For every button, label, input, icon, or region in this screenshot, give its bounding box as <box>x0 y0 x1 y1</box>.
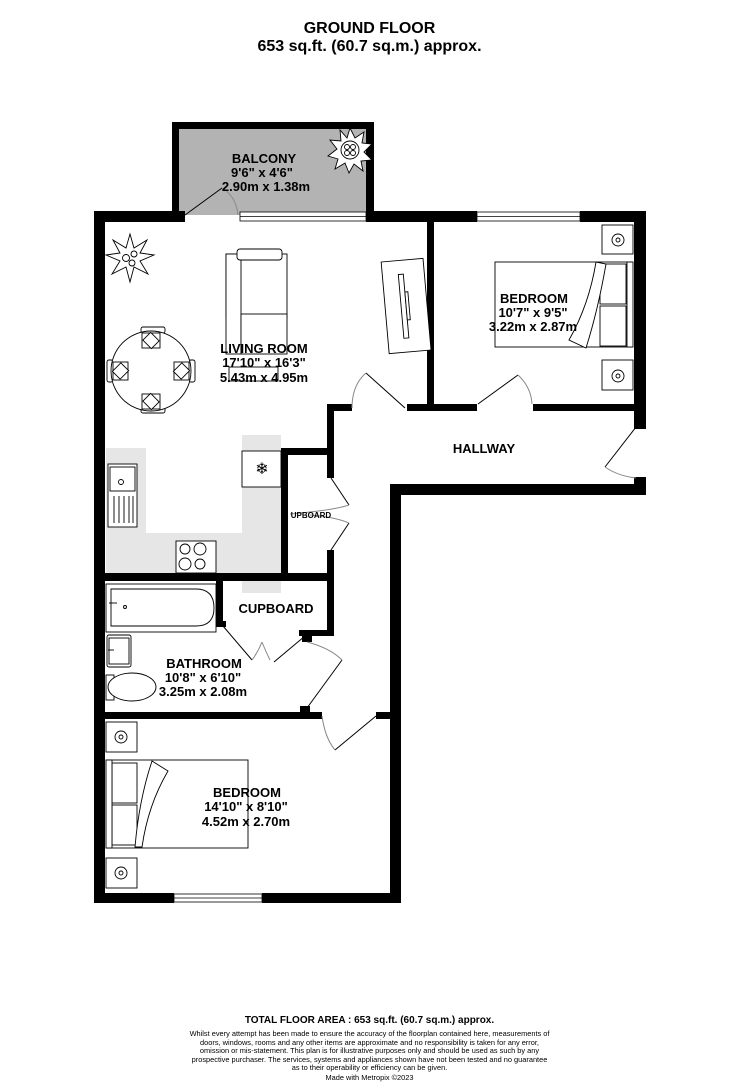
label-bedroom-1: BEDROOM 10'7" x 9'5" 3.22m x 2.87m <box>489 291 577 334</box>
bedside-lamp-icon <box>105 721 138 753</box>
tv-unit-icon <box>380 257 432 355</box>
disclaimer: Whilst every attempt has been made to en… <box>189 1029 550 1073</box>
plan-header: GROUND FLOOR 653 sq.ft. (60.7 sq.m.) app… <box>0 20 739 56</box>
svg-text:HALLWAY: HALLWAY <box>453 441 516 456</box>
svg-text:17'10" x 16'3": 17'10" x 16'3" <box>222 355 306 370</box>
bedside-lamp-icon <box>601 359 634 391</box>
svg-text:3.22m x 2.87m: 3.22m x 2.87m <box>489 319 577 334</box>
fridge-icon: ❄ <box>241 450 282 488</box>
double-bed-icon <box>494 261 634 349</box>
svg-text:LIVING ROOM: LIVING ROOM <box>220 341 307 356</box>
svg-text:10'8" x 6'10": 10'8" x 6'10" <box>165 670 241 685</box>
svg-text:BATHROOM: BATHROOM <box>166 656 242 671</box>
label-living-room: LIVING ROOM 17'10" x 16'3" 5.43m x 4.95m <box>220 341 308 385</box>
svg-text:UPBOARD: UPBOARD <box>291 511 332 520</box>
svg-text:5.43m x 4.95m: 5.43m x 4.95m <box>220 370 308 385</box>
label-cupboard: CUPBOARD <box>238 601 313 616</box>
svg-text:CUPBOARD: CUPBOARD <box>238 601 313 616</box>
svg-text:BALCONY: BALCONY <box>232 151 297 166</box>
basin-icon <box>106 634 132 668</box>
total-floor-area: TOTAL FLOOR AREA : 653 sq.ft. (60.7 sq.m… <box>244 1015 495 1026</box>
sink-icon <box>107 463 138 528</box>
svg-text:BEDROOM: BEDROOM <box>213 785 281 800</box>
svg-text:10'7" x 9'5": 10'7" x 9'5" <box>498 305 567 320</box>
windows <box>173 211 581 903</box>
label-bathroom: BATHROOM 10'8" x 6'10" 3.25m x 2.08m <box>159 656 247 699</box>
doors <box>184 187 637 751</box>
double-bed-icon <box>105 759 249 849</box>
plant-icon <box>327 126 373 175</box>
label-balcony: BALCONY 9'6" x 4'6" 2.90m x 1.38m <box>222 151 310 194</box>
label-bedroom-2: BEDROOM 14'10" x 8'10" 4.52m x 2.70m <box>202 785 290 829</box>
label-hallway: HALLWAY <box>453 441 516 456</box>
furniture: ❄ <box>104 126 634 889</box>
svg-text:14'10" x 8'10": 14'10" x 8'10" <box>204 799 288 814</box>
made-with-credit: Made with Metropix ©2023 <box>325 1072 414 1082</box>
plan-footer: TOTAL FLOOR AREA : 653 sq.ft. (60.7 sq.m… <box>0 1015 739 1082</box>
bedside-lamp-icon <box>105 857 138 889</box>
label-cupboard-small: UPBOARD <box>291 511 332 520</box>
floor-area: 653 sq.ft. (60.7 sq.m.) approx. <box>257 38 482 55</box>
hob-icon <box>175 540 217 574</box>
svg-text:2.90m x 1.38m: 2.90m x 1.38m <box>222 179 310 194</box>
walls <box>94 122 646 903</box>
svg-text:9'6" x 4'6": 9'6" x 4'6" <box>231 165 293 180</box>
svg-text:BEDROOM: BEDROOM <box>500 291 568 306</box>
bath-icon <box>105 583 217 633</box>
bedside-lamp-icon <box>601 224 634 255</box>
svg-text:3.25m x 2.08m: 3.25m x 2.08m <box>159 684 247 699</box>
svg-text:❄: ❄ <box>255 461 268 478</box>
toilet-icon <box>105 672 157 702</box>
plant-icon <box>104 232 156 284</box>
svg-text:4.52m x 2.70m: 4.52m x 2.70m <box>202 814 290 829</box>
floor-name: GROUND FLOOR <box>303 20 436 37</box>
dining-table-icon <box>106 326 196 414</box>
sofa-icon <box>225 248 288 382</box>
